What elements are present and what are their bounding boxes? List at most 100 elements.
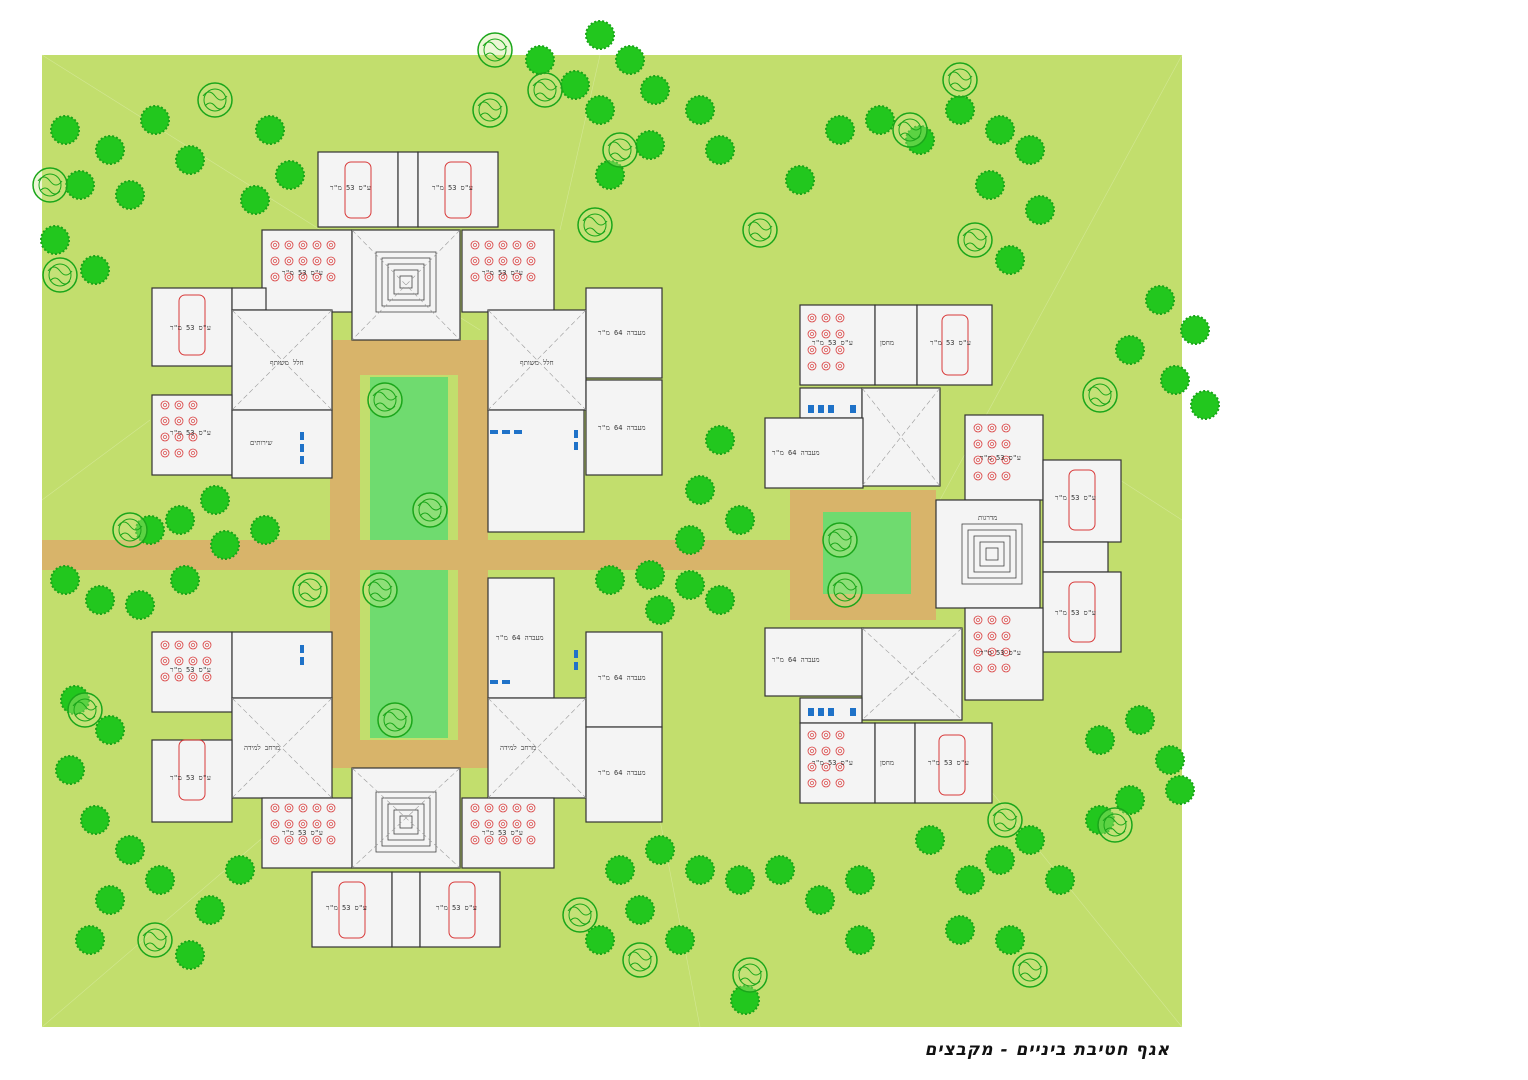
room-label: מדרגות	[978, 514, 997, 522]
e-atrium-diagonals	[861, 387, 963, 721]
room-label: ע"ס 53 מ"ר	[170, 774, 211, 782]
tree	[240, 185, 270, 215]
tree	[825, 115, 855, 145]
room-label: מחסן	[880, 339, 894, 347]
tree	[705, 425, 735, 455]
tree	[112, 512, 148, 548]
seminar-table	[178, 739, 206, 801]
tree	[675, 525, 705, 555]
tree	[477, 32, 513, 68]
wc-fixtures	[300, 405, 856, 716]
e-wc-n	[799, 387, 863, 419]
tree	[1082, 377, 1118, 413]
room-label: ע"ס 53 מ"ר	[170, 324, 211, 332]
room-label: מרחב למידה	[500, 744, 536, 752]
tree	[645, 595, 675, 625]
tree	[250, 515, 280, 545]
tree	[622, 942, 658, 978]
room-label: ע"ס 53 מ"ר	[980, 649, 1021, 657]
wc-nw	[231, 409, 333, 479]
tree	[165, 505, 195, 535]
tree	[645, 835, 675, 865]
tree	[892, 112, 928, 148]
stairwell-s	[375, 791, 437, 853]
tree	[685, 475, 715, 505]
classroom-n1	[317, 151, 399, 228]
tree	[175, 940, 205, 970]
room-label: מעבדה 64 מ"ר	[772, 449, 820, 457]
room-label: מרחב למידה	[244, 744, 280, 752]
tree	[1097, 807, 1133, 843]
tree	[615, 45, 645, 75]
tree	[595, 565, 625, 595]
tree	[635, 130, 665, 160]
plan-title: אגף חטיבת ביניים - מקבצים	[924, 1040, 1170, 1060]
e-classroom-n2	[916, 304, 993, 386]
classroom-ne	[461, 229, 555, 313]
tree	[1015, 135, 1045, 165]
e-classroom-e3	[1042, 571, 1122, 653]
room-label: ע"ס 53 מ"ר	[170, 429, 211, 437]
room-label: ע"ס 53 מ"ר	[980, 454, 1021, 462]
tree	[865, 105, 895, 135]
tree	[665, 925, 695, 955]
tree	[140, 105, 170, 135]
atrium-diagonals	[231, 229, 587, 869]
e-stairwell	[961, 523, 1023, 585]
tree	[955, 865, 985, 895]
room-label: שירותים	[250, 439, 273, 447]
seminar-table	[1068, 581, 1096, 643]
room-label: ע"ס 53 מ"ר	[1055, 609, 1096, 617]
tree	[75, 925, 105, 955]
classroom-sw1	[151, 631, 233, 713]
tree	[675, 570, 705, 600]
tree	[1190, 390, 1220, 420]
east-cluster	[764, 304, 1122, 804]
tree	[80, 805, 110, 835]
tree	[805, 885, 835, 915]
e-lab-w2	[764, 627, 864, 697]
tree	[1012, 952, 1048, 988]
tree	[1025, 195, 1055, 225]
tree	[577, 207, 613, 243]
tree	[292, 572, 328, 608]
courtyard-frame-north	[330, 340, 488, 375]
room-label: מעבדה 64 מ"ר	[772, 656, 820, 664]
courtyard-frame-east	[458, 340, 488, 768]
e-atrium-c	[935, 499, 1041, 609]
tree	[80, 255, 110, 285]
storage-w1	[231, 287, 267, 311]
room-label: ע"ס 53 מ"ר	[282, 829, 323, 837]
tree	[685, 855, 715, 885]
tree	[1160, 365, 1190, 395]
seminar-table	[344, 161, 372, 219]
tree	[527, 72, 563, 108]
tree	[975, 170, 1005, 200]
tree	[765, 855, 795, 885]
tree	[942, 62, 978, 98]
tree	[255, 115, 285, 145]
tree	[225, 855, 255, 885]
atrium-sw	[231, 697, 333, 799]
classroom-n2	[417, 151, 499, 228]
tree	[562, 897, 598, 933]
room-label: ע"ס 53 מ"ר	[282, 269, 323, 277]
e-classroom-e1	[964, 414, 1044, 501]
wc-sw	[231, 631, 333, 699]
atrium-nw	[231, 309, 333, 411]
tree	[1115, 335, 1145, 365]
lab-se2	[585, 726, 663, 823]
tree	[585, 20, 615, 50]
tree	[1165, 775, 1195, 805]
room-label: מעבדה 64 מ"ר	[598, 674, 646, 682]
e-classroom-s2	[914, 722, 993, 804]
room-label: ע"ס 53 מ"ר	[928, 759, 969, 767]
tree	[705, 135, 735, 165]
tree	[640, 75, 670, 105]
courtyard-frame-south	[330, 740, 488, 768]
tree	[845, 865, 875, 895]
room-label: ע"ס 53 מ"ר	[812, 759, 853, 767]
classroom-sw2	[151, 739, 233, 823]
tree	[210, 530, 240, 560]
room-label: ע"ס 53 מ"ר	[482, 829, 523, 837]
